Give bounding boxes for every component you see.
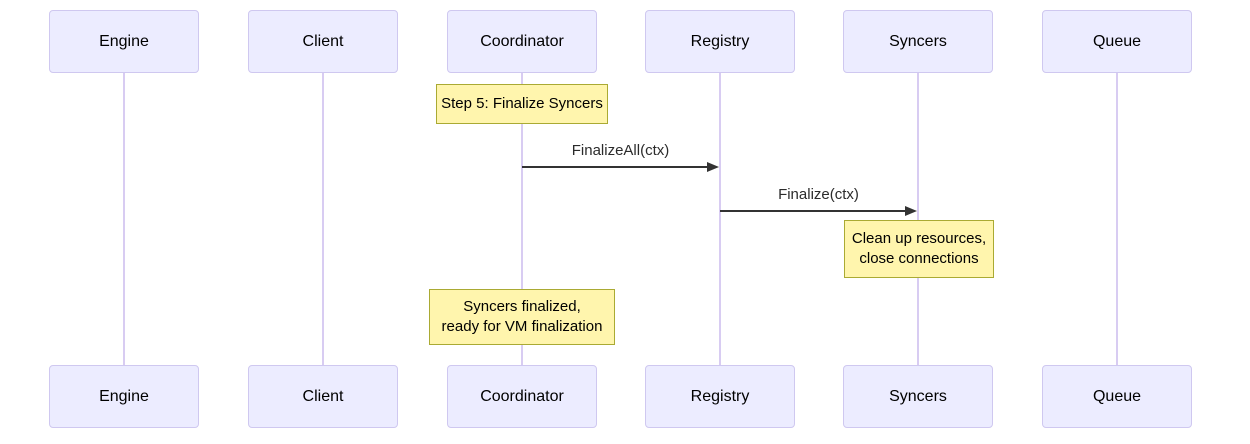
actor-bottom-coordinator: Coordinator	[447, 365, 597, 428]
note-step5-line1: Step 5: Finalize Syncers	[441, 94, 603, 112]
lifeline-queue	[1116, 73, 1118, 365]
message-label-finalize: Finalize(ctx)	[778, 186, 859, 203]
message-line-finalizeall	[522, 166, 709, 168]
message-label-finalizeall: FinalizeAll(ctx)	[571, 142, 670, 159]
lifeline-client	[322, 73, 324, 365]
actor-top-queue: Queue	[1042, 10, 1192, 73]
arrowhead-finalizeall-icon	[707, 162, 719, 172]
note-syncers-finalized-line2: ready for VM finalization	[441, 318, 603, 335]
note-cleanup-line2: close connections	[859, 250, 979, 267]
lifeline-registry	[719, 73, 721, 365]
actor-bottom-client: Client	[248, 365, 398, 428]
note-syncers-finalized: Syncers finalized, ready for VM finaliza…	[429, 289, 615, 345]
note-syncers-finalized-line1: Syncers finalized,	[463, 297, 581, 315]
actor-bottom-registry: Registry	[645, 365, 795, 428]
actor-bottom-queue: Queue	[1042, 365, 1192, 428]
actor-top-engine: Engine	[49, 10, 199, 73]
note-step5: Step 5: Finalize Syncers	[436, 84, 608, 124]
actor-bottom-syncers: Syncers	[843, 365, 993, 428]
arrowhead-finalize-icon	[905, 206, 917, 216]
actor-top-coordinator: Coordinator	[447, 10, 597, 73]
note-cleanup: Clean up resources, close connections	[844, 220, 994, 278]
lifeline-engine	[123, 73, 125, 365]
note-cleanup-line1: Clean up resources,	[851, 229, 987, 247]
actor-top-registry: Registry	[645, 10, 795, 73]
message-line-finalize	[720, 210, 907, 212]
actor-top-client: Client	[248, 10, 398, 73]
actor-top-syncers: Syncers	[843, 10, 993, 73]
lifeline-coordinator	[521, 73, 523, 365]
actor-bottom-engine: Engine	[49, 365, 199, 428]
lifeline-syncers	[917, 73, 919, 365]
